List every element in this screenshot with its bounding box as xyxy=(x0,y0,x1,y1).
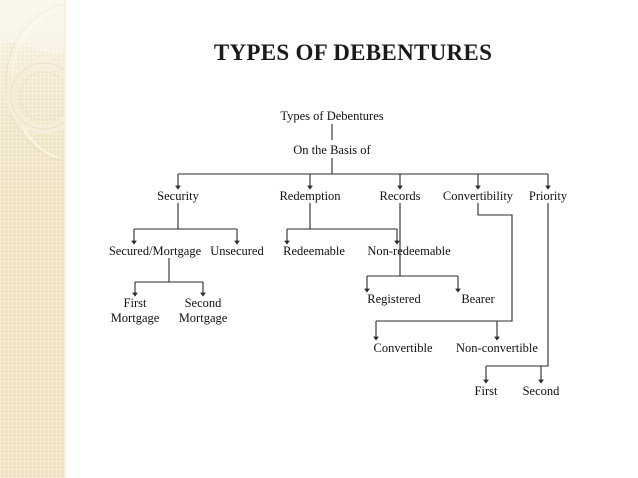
node-bearer: Bearer xyxy=(461,292,495,306)
node-first-mortgage-line2: Mortgage xyxy=(111,311,160,325)
node-redeemable: Redeemable xyxy=(283,244,345,258)
node-unsecured: Unsecured xyxy=(210,244,264,258)
node-non-redeemable: Non-redeemable xyxy=(367,244,451,258)
node-registered: Registered xyxy=(367,292,421,306)
node-non-convertible: Non-convertible xyxy=(456,341,538,355)
node-redemption: Redemption xyxy=(279,189,341,203)
node-labels: Types of Debentures On the Basis of Secu… xyxy=(109,109,568,398)
node-types-of-debentures: Types of Debentures xyxy=(280,109,383,123)
node-convertibility: Convertibility xyxy=(443,189,514,203)
node-first: First xyxy=(475,384,498,398)
connector-lines xyxy=(131,124,551,384)
node-secured-mortgage: Secured/Mortgage xyxy=(109,244,202,258)
node-second-mortgage-line1: Second xyxy=(185,296,223,310)
node-priority: Priority xyxy=(529,189,568,203)
sidebar-rings-decoration xyxy=(0,0,68,163)
node-on-the-basis-of: On the Basis of xyxy=(293,143,371,157)
node-second: Second xyxy=(523,384,561,398)
node-security: Security xyxy=(157,189,199,203)
node-first-mortgage-line1: First xyxy=(124,296,147,310)
node-records: Records xyxy=(380,189,421,203)
decorative-sidebar-panel xyxy=(0,0,68,478)
node-second-mortgage-line2: Mortgage xyxy=(179,311,228,325)
sidebar-edge-highlight xyxy=(64,0,68,478)
page-title: TYPES OF DEBENTURES xyxy=(213,40,493,65)
node-convertible: Convertible xyxy=(373,341,432,355)
